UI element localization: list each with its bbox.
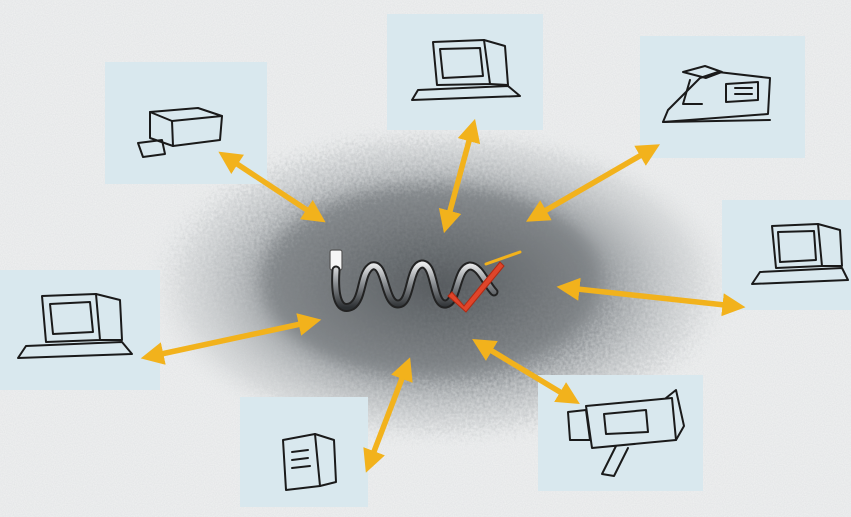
tower-pc-icon [282,433,337,491]
computer-top-tile [387,14,543,130]
computer-left-icon [17,293,133,359]
arrow-printer [218,151,326,223]
checkmark-icon [447,261,505,313]
computer-left-tile [0,270,160,390]
printer-icon [137,107,223,158]
coiled-cable-icon [329,249,499,312]
arrow-computer-right [556,277,746,317]
arrow-computer-top [438,118,481,234]
connection-arrows [140,118,746,473]
arrow-telephone [526,144,660,222]
computer-right-tile [722,200,851,310]
arrow-tower-pc [363,357,413,473]
video-camera-icon [567,389,685,477]
computer-right-icon [751,223,849,285]
arrow-video-camera [472,339,580,404]
telephone-tile [640,36,805,158]
phone-icon [662,65,771,123]
computer-top-icon [411,39,521,101]
tower-pc-tile [240,397,368,507]
arrow-computer-left [140,313,322,365]
